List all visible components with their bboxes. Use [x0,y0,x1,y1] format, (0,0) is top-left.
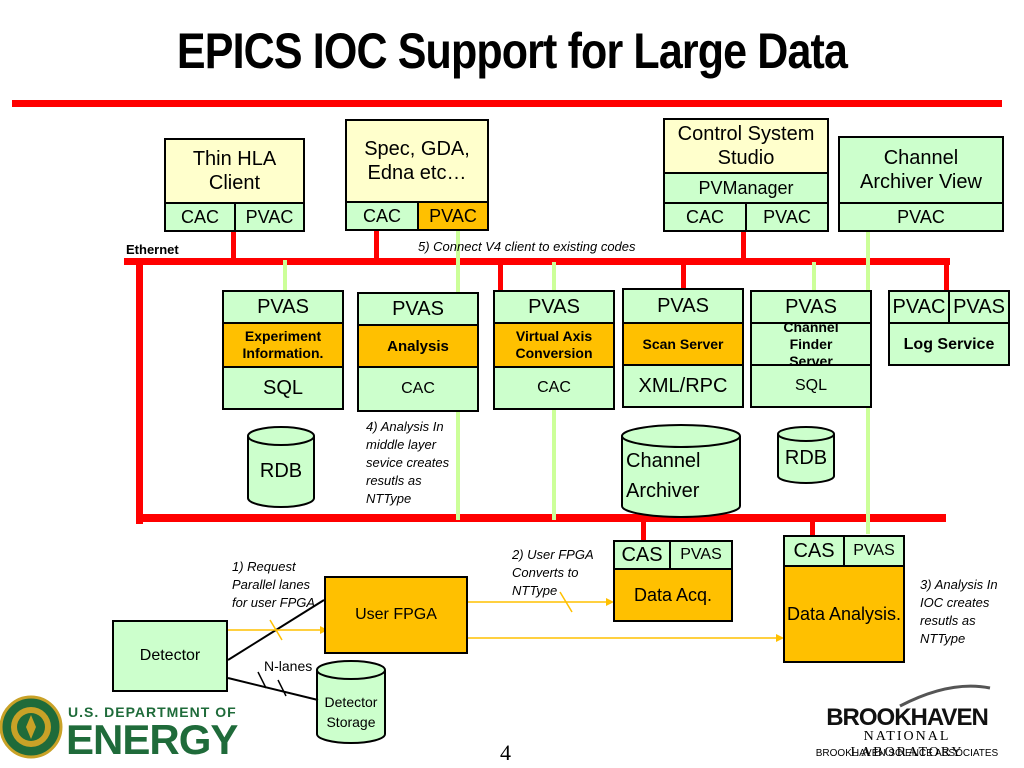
svc-analysis-bottom[interactable]: CAC [357,366,479,412]
drop-data-analysis [810,518,815,536]
fpga-arrows [228,591,784,642]
note-2: 2) User FPGA Converts to NTType [512,547,594,598]
thin-hla-pvac[interactable]: PVAC [234,202,305,232]
log-service[interactable]: Log Service [888,322,1010,366]
data-analysis-pvas[interactable]: PVAS [843,535,905,567]
rdb-1-label: RDB [259,460,303,482]
bnl-bottom: BROOKHAVEN SCIENCE ASSOCIATES [815,748,999,759]
drop-thin-hla [231,230,236,262]
doe-bottom: ENERGY [66,716,238,763]
svc-virtual-name[interactable]: Virtual Axis Conversion [493,322,615,368]
page-title: EPICS IOC Support for Large Data [176,23,848,79]
note-3: 3) Analysis In IOC creates resutls as NT… [920,577,998,646]
bnl-mid: NATIONAL LABORATORY [850,729,964,760]
ethernet-bus [124,258,950,265]
css-pvac[interactable]: PVAC [745,202,829,232]
data-analysis[interactable]: Data Analysis. [783,565,905,663]
drop-data-acq [641,518,646,542]
spec-pvac[interactable]: PVAC [417,201,489,231]
user-fpga[interactable]: User FPGA [324,576,468,654]
drop-svc-scan [681,262,686,290]
css-cac[interactable]: CAC [663,202,747,232]
archiver-view-pvac[interactable]: PVAC [838,202,1004,232]
doe-top: U.S. DEPARTMENT OF [68,704,237,720]
drop-spec [374,230,379,262]
page-number: 4 [500,740,511,765]
thin-hla-client[interactable]: Thin HLA Client [164,138,305,204]
note-4: 4) Analysis In middle layer sevice creat… [366,419,450,506]
svc-scan-name[interactable]: Scan Server [622,322,744,366]
rdb-1-cylinder [247,426,315,508]
ethernet-label: Ethernet [126,242,179,257]
data-acq-pvas[interactable]: PVAS [669,540,733,570]
pva-link-css [812,262,816,292]
svc-exp-bottom[interactable]: SQL [222,366,344,410]
detector-storage-label: Detector Storage [324,694,378,730]
bnl-top: BROOKHAVEN [826,704,989,731]
left-vertical-bus [136,258,143,524]
svc-cf-pvas[interactable]: PVAS [750,290,872,324]
svc-virtual-pvas[interactable]: PVAS [493,290,615,324]
bottom-bus [136,514,946,522]
channel-archiver-label: Channel Archiver [626,450,701,502]
data-acq[interactable]: Data Acq. [613,568,733,622]
svc-cf-name[interactable]: Channel Finder Server [750,319,872,369]
n-lanes-label: N-lanes [264,658,313,674]
svc-analysis-pvas[interactable]: PVAS [357,292,479,326]
drop-svc-virtual [498,262,503,292]
detector[interactable]: Detector [112,620,228,692]
detector-storage-cylinder [316,660,386,744]
channel-archiver-cylinder [621,424,741,518]
pva-link-thin-hla [283,260,287,292]
title-underline [12,100,1002,107]
spec-client[interactable]: Spec, GDA, Edna etc… [345,119,489,203]
drop-svc-log [944,262,949,292]
svc-scan-bottom[interactable]: XML/RPC [622,364,744,408]
svc-cf-bottom[interactable]: SQL [750,364,872,408]
rdb-2-label: RDB [784,447,828,469]
rdb-2-cylinder [777,426,835,484]
svc-analysis-name[interactable]: Analysis [357,324,479,368]
note-1: 1) Request Parallel lanes for user FPGA [232,559,316,610]
drop-css [741,230,746,262]
note-5: 5) Connect V4 client to existing codes [418,239,636,254]
svc-virtual-bottom[interactable]: CAC [493,366,615,410]
svc-scan-pvas[interactable]: PVAS [622,288,744,324]
